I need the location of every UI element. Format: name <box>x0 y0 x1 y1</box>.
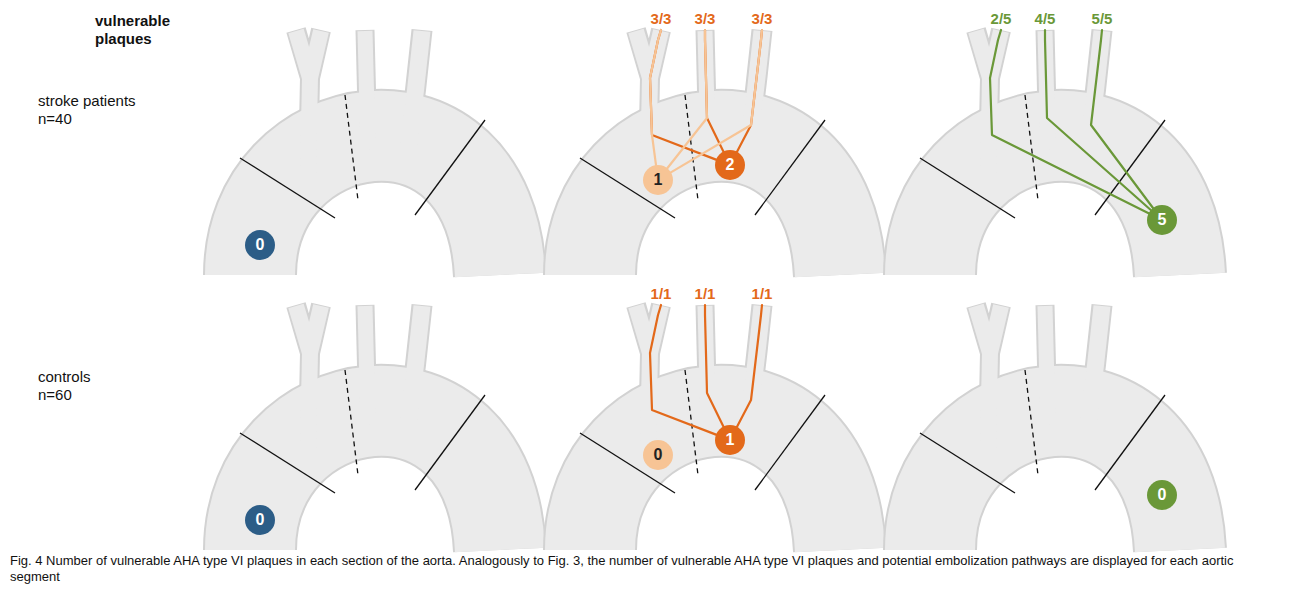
aorta-drawing <box>920 30 1180 275</box>
count-number: 5 <box>1158 212 1167 228</box>
count-number: 0 <box>1158 487 1167 503</box>
count-number: 1 <box>726 432 735 448</box>
count-number: 0 <box>654 447 663 463</box>
fraction-text: 1/1 <box>695 285 716 302</box>
fraction-text: 2/5 <box>991 10 1012 27</box>
aorta-drawing <box>240 305 500 550</box>
fraction-text: 4/5 <box>1035 10 1056 27</box>
count-number: 0 <box>256 512 265 528</box>
embolization-pathway <box>705 305 723 427</box>
count-circle: 0 <box>245 505 275 535</box>
embolization-pathway <box>650 30 661 165</box>
embolization-pathway <box>1091 30 1153 208</box>
count-circle: 5 <box>1147 205 1177 235</box>
fraction-text: 1/1 <box>651 285 672 302</box>
count-circle: 2 <box>715 150 745 180</box>
fraction-label: 1/1 <box>750 286 775 303</box>
fraction-label: 5/5 <box>1090 11 1115 28</box>
aorta-drawing <box>920 305 1180 550</box>
group-label: stroke patients n=40 <box>38 92 160 128</box>
aorta-drawing <box>580 30 840 275</box>
figure-heading: vulnerable plaques <box>95 12 195 48</box>
aorta-drawing <box>240 30 500 275</box>
embolization-pathway <box>667 30 707 168</box>
fraction-label: 1/1 <box>693 286 718 303</box>
fraction-label: 3/3 <box>750 11 775 28</box>
embolization-pathway <box>705 30 723 152</box>
embolization-pathway <box>671 30 762 172</box>
count-circle: 0 <box>245 230 275 260</box>
fraction-label: 3/3 <box>649 11 674 28</box>
fraction-label: 3/3 <box>693 11 718 28</box>
fraction-label: 4/5 <box>1033 11 1058 28</box>
count-number: 1 <box>654 172 663 188</box>
fraction-label: 2/5 <box>989 11 1014 28</box>
fraction-text: 1/1 <box>752 285 773 302</box>
fraction-text: 3/3 <box>651 10 672 27</box>
count-circle: 1 <box>715 425 745 455</box>
count-number: 0 <box>256 237 265 253</box>
count-circle: 0 <box>1147 480 1177 510</box>
count-circle: 1 <box>643 165 673 195</box>
count-number: 2 <box>726 157 735 173</box>
embolization-pathway <box>737 305 762 427</box>
aorta-drawing <box>580 305 840 550</box>
count-circle: 0 <box>643 440 673 470</box>
group-label: controls n=60 <box>38 368 118 404</box>
embolization-pathway <box>737 30 762 152</box>
figure-caption: Fig. 4 Number of vulnerable AHA type VI … <box>10 553 1278 586</box>
fraction-text: 3/3 <box>752 10 773 27</box>
fraction-text: 3/3 <box>695 10 716 27</box>
fraction-label: 1/1 <box>649 286 674 303</box>
fraction-text: 5/5 <box>1092 10 1113 27</box>
